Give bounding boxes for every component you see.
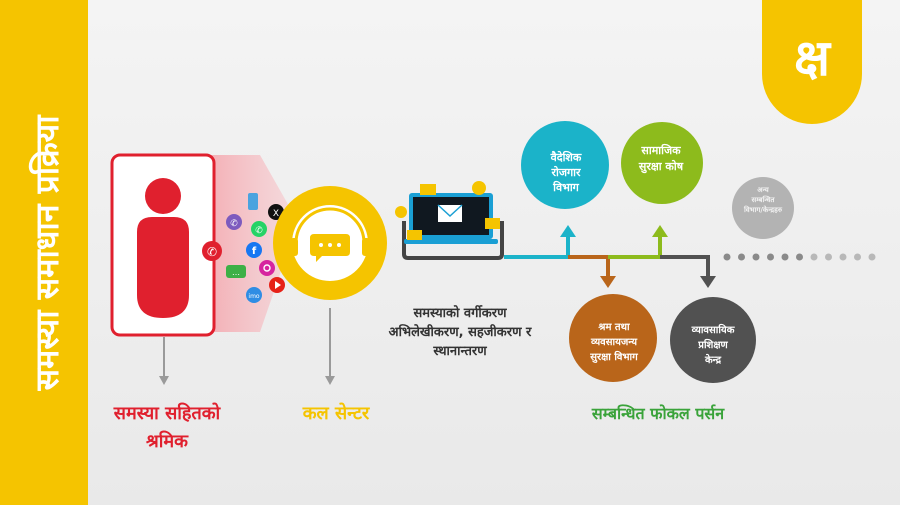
call-center-label: कल सेन्टर <box>302 403 370 424</box>
continuation-dot <box>854 253 861 261</box>
connector-social <box>608 235 662 259</box>
vocational-training-circle <box>670 297 756 383</box>
foreign-employment-circle <box>521 121 609 209</box>
continuation-dot <box>723 253 731 261</box>
svg-text:f: f <box>252 246 257 257</box>
svg-text:✆: ✆ <box>230 219 238 229</box>
call-center-down-arrow <box>325 308 335 385</box>
focal-person-label: सम्बन्धित फोकल पर्सन <box>591 404 725 423</box>
arrow-labour <box>600 276 616 288</box>
social-security-label: सामाजिक सुरक्षा कोष <box>638 144 684 173</box>
logo-tab: क्ष <box>762 0 862 124</box>
continuation-dot <box>738 253 745 261</box>
logo-icon: क्ष <box>794 29 830 87</box>
labour-safety-circle <box>569 294 657 382</box>
dotted-continuation <box>723 253 876 261</box>
continuation-dot <box>868 253 876 261</box>
continuation-dot <box>839 253 847 261</box>
continuation-dot <box>781 253 789 261</box>
continuation-dot <box>825 253 832 261</box>
svg-text:imo: imo <box>248 293 260 300</box>
other-departments-circle <box>732 177 794 239</box>
connector-labour <box>568 255 610 278</box>
phone-icon: ✆ <box>202 241 222 261</box>
viber-icon: ✆ <box>226 214 242 230</box>
youtube-icon <box>269 277 285 293</box>
svg-text:X: X <box>273 209 279 219</box>
person-icon <box>137 178 189 318</box>
svg-text:✆: ✆ <box>207 245 217 259</box>
arrow-training <box>700 276 716 288</box>
continuation-dot <box>810 253 818 261</box>
svg-text:…: … <box>232 268 240 277</box>
title-sidebar: समस्या समाधान प्रक्रिया <box>0 0 88 505</box>
continuation-dot <box>767 253 774 261</box>
process-bracket <box>402 221 504 260</box>
continuation-dot <box>752 253 760 261</box>
envelope-icon <box>407 184 500 240</box>
connector-foreign <box>504 235 570 259</box>
vocational-training-label: व्यावसायिक प्रशिक्षण केन्द्र <box>691 325 735 366</box>
worker-label: समस्या सहितको श्रमिक <box>113 403 221 452</box>
worker-card <box>110 153 216 337</box>
call-center-icon <box>273 186 387 300</box>
facebook-icon: f <box>246 242 262 258</box>
other-departments-label: अन्य सम्बन्धित विभाग/केन्द्रहरु <box>743 186 783 214</box>
instagram-icon <box>259 260 275 276</box>
connector-training <box>660 255 710 278</box>
continuation-dot <box>796 253 803 261</box>
whatsapp-icon: ✆ <box>251 221 267 237</box>
labour-safety-label: श्रम तथा व्यवसायजन्य सुरक्षा विभाग <box>590 322 638 363</box>
laptop-icon <box>404 193 498 244</box>
social-security-circle <box>621 122 703 204</box>
sms-icon: … <box>226 265 246 278</box>
chat-phone-icon <box>395 181 486 218</box>
arrow-social <box>652 225 668 237</box>
worker-down-arrow <box>159 337 169 385</box>
svg-text:✆: ✆ <box>255 226 263 236</box>
foreign-employment-label: वैदेशिक रोजगार विभाग <box>550 151 582 194</box>
imo-icon: imo <box>246 287 262 303</box>
mobile-icon <box>248 193 258 210</box>
process-label: समस्याको वर्गीकरण अभिलेखीकरण, सहजीकरण र … <box>388 306 532 359</box>
arrow-foreign <box>560 225 576 237</box>
